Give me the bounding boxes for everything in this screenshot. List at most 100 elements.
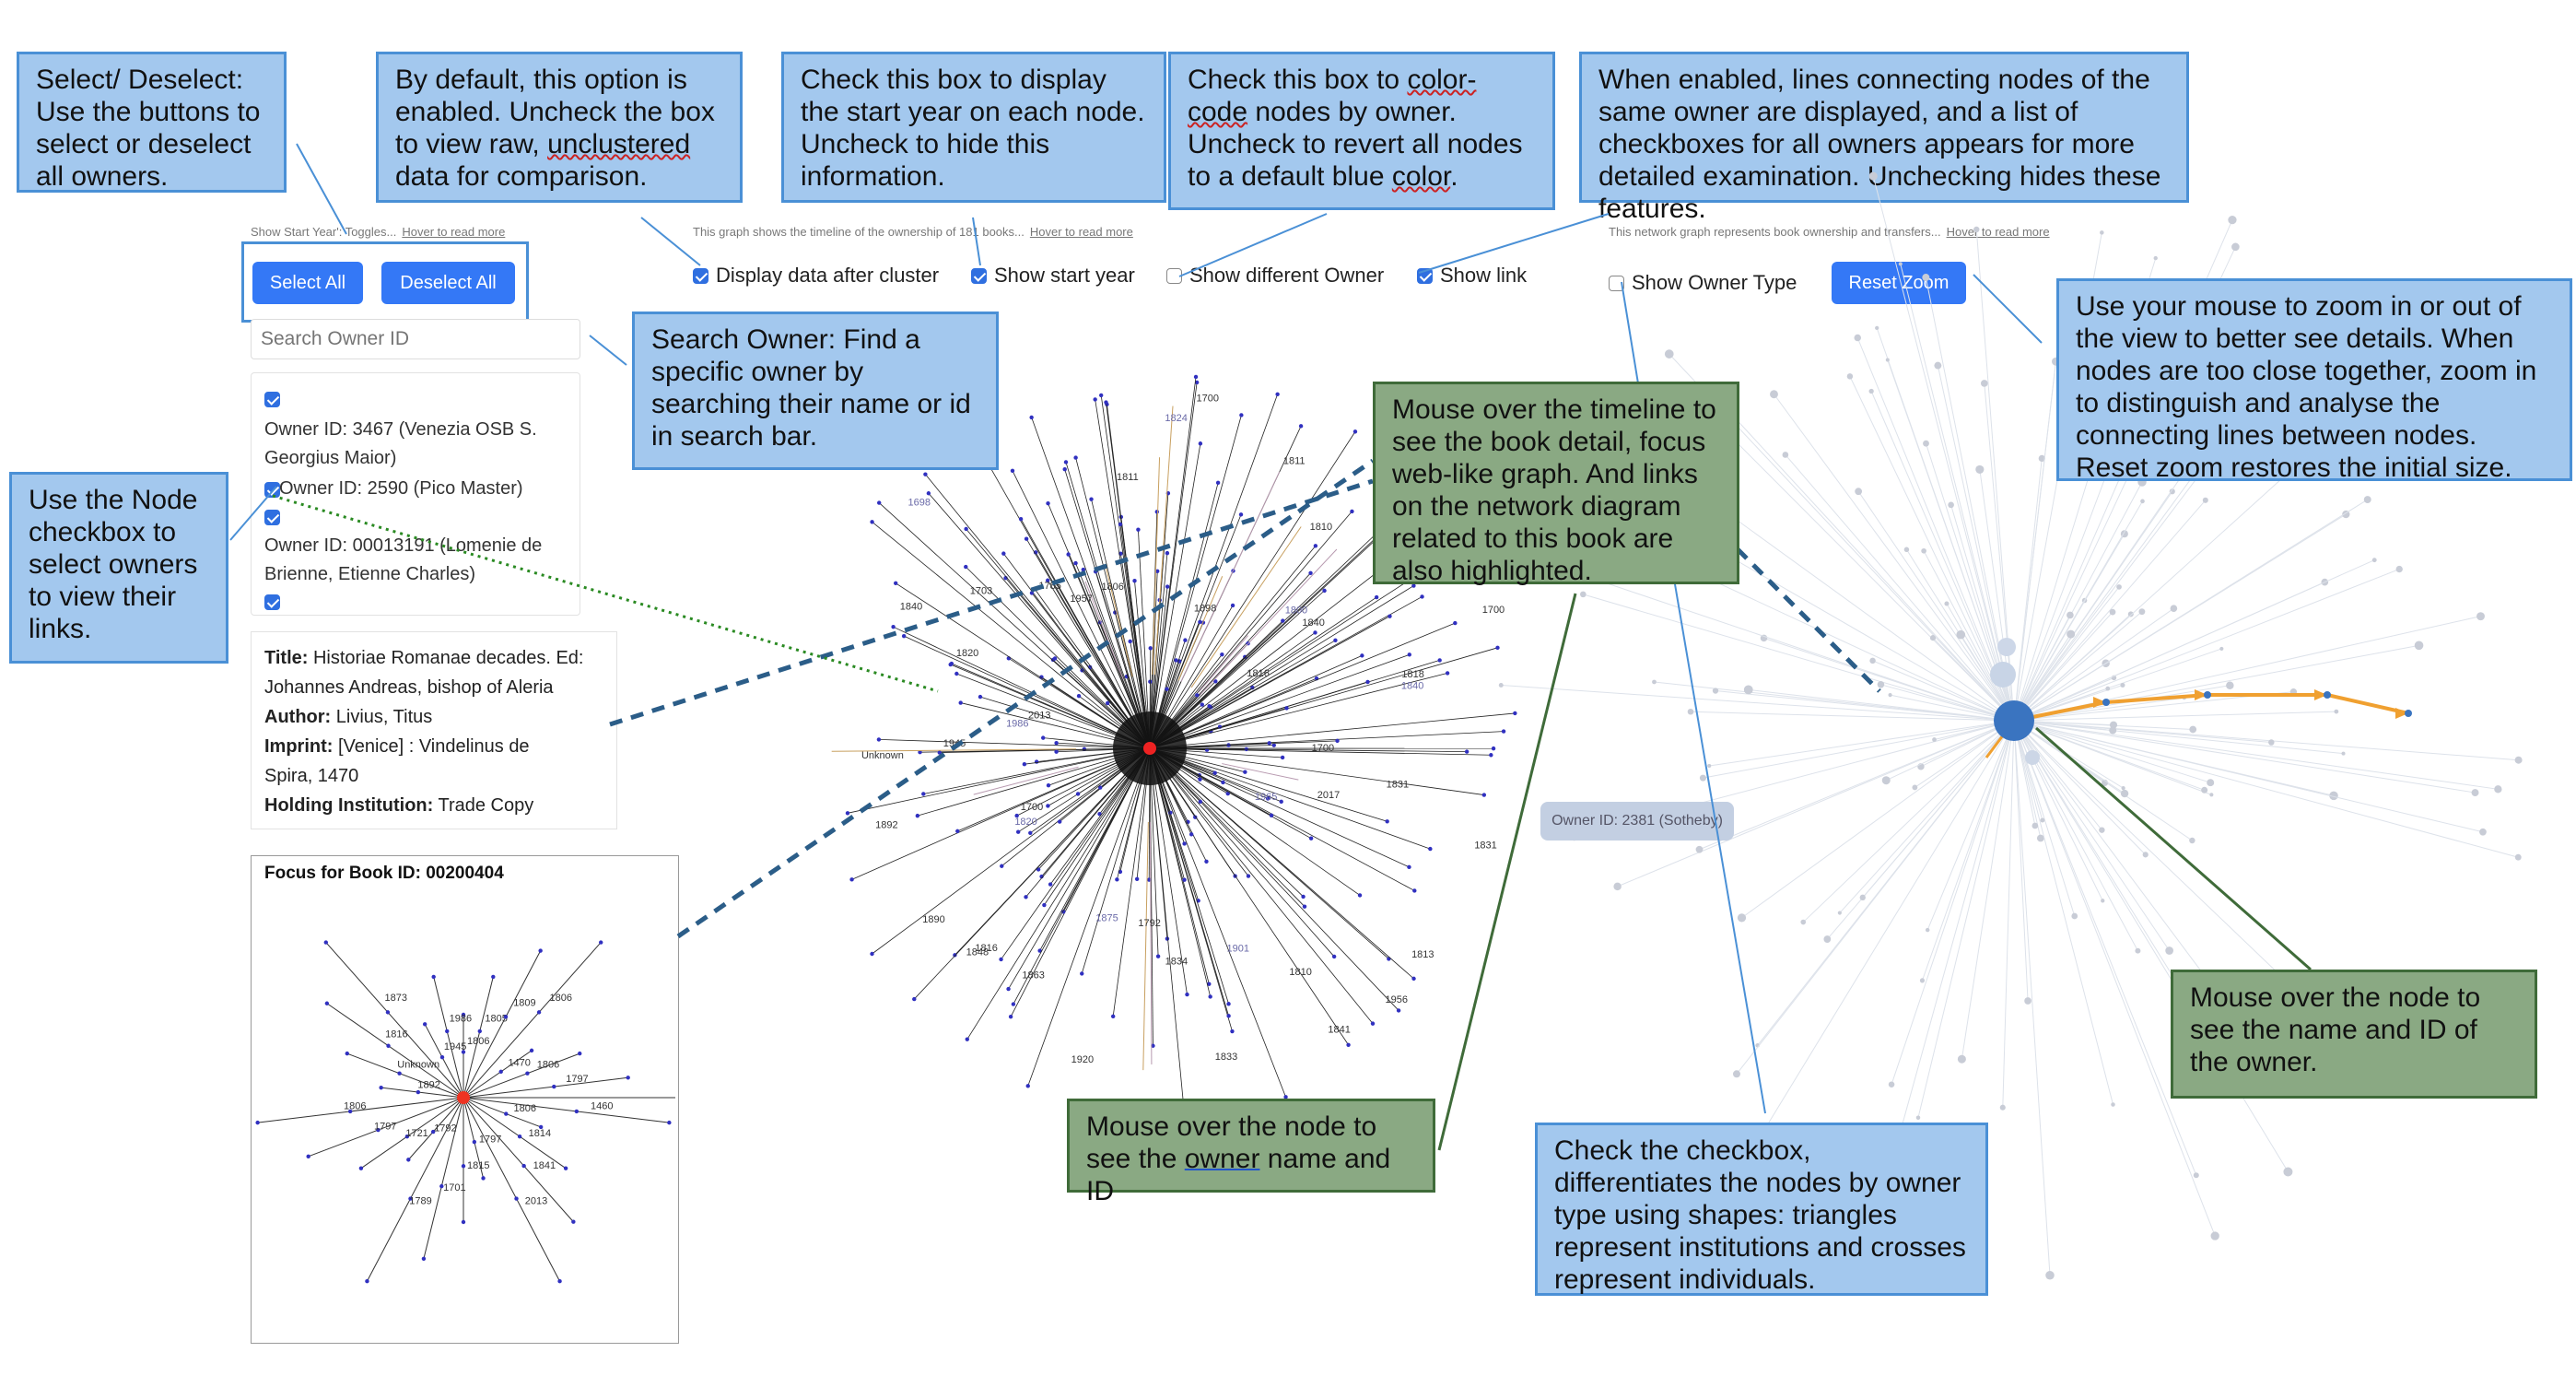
network-node	[2209, 793, 2214, 797]
timeline-node	[1008, 1014, 1013, 1019]
owner-checkbox-more[interactable]	[264, 594, 280, 610]
network-node	[1782, 452, 1789, 458]
book-title: Historiae Romanae decades. Ed:	[312, 648, 584, 668]
callout-start-year: Check this box to display the start year…	[781, 52, 1166, 203]
focus-spoke	[463, 1076, 628, 1099]
network-node	[1846, 373, 1854, 380]
network-node	[1885, 358, 1890, 362]
network-node	[1948, 501, 1954, 509]
checkbox-checked-icon[interactable]	[971, 267, 987, 284]
focus-node	[491, 974, 496, 980]
owner-checkbox-3467[interactable]	[264, 392, 280, 407]
deselect-all-button[interactable]: Deselect All	[381, 262, 515, 304]
display-cluster-checkbox[interactable]: Display data after cluster	[693, 264, 939, 288]
timeline-year-label: Unknown	[861, 750, 904, 761]
network-edge	[1785, 454, 2015, 722]
network-node	[2476, 612, 2485, 621]
timeline-node	[901, 633, 907, 639]
note-timeline-link[interactable]: Hover to read more	[1029, 225, 1133, 239]
timeline-node	[1054, 740, 1059, 746]
timeline-year-label: 2013	[1028, 711, 1050, 722]
show-link-checkbox[interactable]: Show link	[1417, 264, 1527, 288]
network-node	[1975, 464, 1985, 474]
timeline-node	[1165, 936, 1170, 941]
network-node	[2231, 242, 2240, 252]
focus-spoke	[463, 1097, 485, 1179]
timeline-link	[1142, 821, 1149, 1071]
focus-year-label: 1797	[374, 1121, 396, 1132]
timeline-node	[1188, 832, 1194, 837]
select-all-button[interactable]: Select All	[252, 262, 363, 304]
show-start-year-checkbox[interactable]: Show start year	[971, 264, 1135, 288]
network-node	[1800, 919, 1807, 925]
network-edge	[2013, 569, 2400, 722]
focus-year-label: 1806	[537, 1059, 559, 1070]
show-different-owner-checkbox[interactable]: Show different Owner	[1166, 264, 1384, 288]
reset-zoom-button[interactable]: Reset Zoom	[1832, 262, 1966, 304]
focus-year-label: 1797	[479, 1134, 501, 1145]
checkbox-checked-icon[interactable]	[1417, 267, 1433, 284]
search-input[interactable]	[251, 319, 580, 359]
focus-spoke	[381, 1087, 464, 1099]
timeline-node	[1280, 755, 1285, 760]
timeline-node	[1037, 948, 1042, 953]
network-node	[2334, 709, 2339, 714]
owner-checkbox-2590[interactable]	[264, 482, 280, 498]
timeline-node	[1481, 793, 1487, 797]
timeline-node	[849, 877, 854, 882]
timeline-year-label: 1840	[1401, 681, 1423, 692]
network-owner-link	[2326, 693, 2409, 715]
show-owner-type-checkbox[interactable]: Show Owner Type	[1609, 271, 1797, 295]
timeline-year-label: 1698	[908, 497, 931, 508]
owner-item: Owner ID: 00013191 (Lomenie de Brienne, …	[264, 532, 542, 589]
timeline-node	[1385, 819, 1389, 824]
focus-spoke	[257, 1097, 464, 1123]
timeline-node	[1155, 954, 1161, 958]
checkbox-checked-icon[interactable]	[693, 267, 708, 284]
focus-year-label: 1789	[409, 1196, 431, 1207]
timeline-node	[1089, 497, 1094, 501]
timeline-node	[877, 500, 882, 505]
timeline-node	[915, 813, 920, 818]
network-node	[1944, 601, 1950, 606]
focus-node	[397, 1071, 402, 1076]
note-network-link[interactable]: Hover to read more	[1946, 225, 2050, 239]
timeline-node	[1046, 500, 1050, 506]
checkbox-unchecked-icon[interactable]	[1609, 275, 1624, 291]
network-node	[1854, 334, 1861, 342]
checkbox-unchecked-icon[interactable]	[1166, 267, 1182, 284]
network-node	[1934, 361, 1942, 370]
callout-color-code-underline2: color	[1391, 161, 1451, 192]
focus-spoke	[463, 1097, 574, 1223]
focus-node	[538, 948, 543, 953]
network-arrow-icon	[2093, 697, 2106, 708]
owner-checkbox-00013191[interactable]	[264, 510, 280, 525]
network-node	[1888, 1081, 1895, 1087]
network-edge	[1917, 720, 2015, 1118]
timeline-year-label: 1800	[1285, 605, 1307, 617]
timeline-node	[1357, 893, 1363, 898]
focus-node	[525, 1071, 530, 1076]
network-edge	[1716, 398, 2015, 722]
network-node	[2024, 997, 2032, 1005]
timeline-node	[955, 829, 960, 834]
note-start-year-link[interactable]: Hover to read more	[402, 225, 506, 239]
timeline-node	[1054, 749, 1059, 754]
note-timeline: This graph shows the timeline of the own…	[693, 225, 1133, 239]
network-node	[2142, 852, 2149, 858]
book-author: Livius, Titus	[335, 707, 433, 727]
network-node	[2109, 726, 2117, 735]
network-node	[1695, 845, 1704, 853]
network-node	[1957, 1054, 1966, 1064]
timeline-node	[1374, 594, 1379, 600]
focus-node	[461, 1012, 466, 1017]
note-network: This network graph represents book owner…	[1609, 225, 2050, 239]
network-node	[1999, 1104, 2006, 1111]
timeline-year-label: 1700	[1312, 743, 1334, 754]
focus-node	[571, 1219, 576, 1224]
timeline-node	[1046, 783, 1051, 788]
timeline-node	[876, 737, 882, 742]
network-node	[1877, 681, 1885, 688]
timeline-node	[1165, 687, 1169, 691]
focus-node	[514, 1196, 519, 1201]
